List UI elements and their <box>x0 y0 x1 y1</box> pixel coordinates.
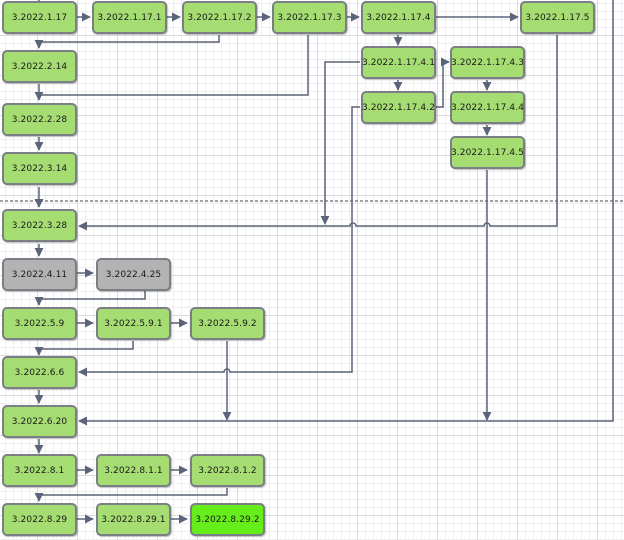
node-3-2022-8-29[interactable]: 3.2022.8.29 <box>2 503 77 536</box>
edge-4-1-to-3-28 <box>320 61 360 225</box>
node-3-2022-1-17-4[interactable]: 3.2022.1.17.4 <box>361 1 436 34</box>
node-3-2022-1-17[interactable]: 3.2022.1.17 <box>2 1 77 34</box>
node-3-2022-5-9-1[interactable]: 3.2022.5.9.1 <box>96 307 171 340</box>
node-3-2022-1-17-2[interactable]: 3.2022.1.17.2 <box>182 1 257 34</box>
edge-4-2-to-4-3 <box>436 57 450 108</box>
edge-1-17-3-to-2-28 <box>39 35 309 96</box>
node-3-2022-1-17-3[interactable]: 3.2022.1.17.3 <box>272 1 347 34</box>
edge-1-17-5-to-3-28 <box>78 35 558 231</box>
edge-offscreen-to-6-20 <box>78 0 614 426</box>
node-3-2022-8-1-2[interactable]: 3.2022.8.1.2 <box>190 454 265 487</box>
node-3-2022-1-17-1[interactable]: 3.2022.1.17.1 <box>92 1 167 34</box>
node-3-2022-8-1-1[interactable]: 3.2022.8.1.1 <box>96 454 171 487</box>
node-3-2022-1-17-4-3[interactable]: 3.2022.1.17.4.3 <box>450 46 525 79</box>
node-3-2022-3-14[interactable]: 3.2022.3.14 <box>2 152 77 185</box>
node-3-2022-8-1[interactable]: 3.2022.8.1 <box>2 454 77 487</box>
edge-1-17-2-to-2-14 <box>34 35 220 49</box>
node-3-2022-8-29-1[interactable]: 3.2022.8.29.1 <box>96 503 171 536</box>
node-3-2022-2-28[interactable]: 3.2022.2.28 <box>2 103 77 136</box>
edge-8-1-2-to-8-29 <box>34 488 228 502</box>
node-3-2022-1-17-4-1[interactable]: 3.2022.1.17.4.1 <box>361 46 436 79</box>
node-3-2022-1-17-4-2[interactable]: 3.2022.1.17.4.2 <box>361 91 436 124</box>
node-3-2022-6-6[interactable]: 3.2022.6.6 <box>2 356 77 389</box>
node-3-2022-8-29-2[interactable]: 3.2022.8.29.2 <box>190 503 265 536</box>
node-3-2022-2-14[interactable]: 3.2022.2.14 <box>2 50 77 83</box>
edge-4-2-to-6-6 <box>78 106 360 377</box>
node-3-2022-1-17-4-4[interactable]: 3.2022.1.17.4.4 <box>450 91 525 124</box>
node-3-2022-6-20[interactable]: 3.2022.6.20 <box>2 405 77 438</box>
node-3-2022-5-9[interactable]: 3.2022.5.9 <box>2 307 77 340</box>
node-3-2022-3-28[interactable]: 3.2022.3.28 <box>2 209 77 242</box>
node-3-2022-5-9-2[interactable]: 3.2022.5.9.2 <box>190 307 265 340</box>
node-3-2022-4-25[interactable]: 3.2022.4.25 <box>96 258 171 291</box>
edge-5-9-1-to-6-6 <box>34 341 134 356</box>
edge-4-25-to-5-9 <box>34 291 146 306</box>
node-3-2022-1-17-5[interactable]: 3.2022.1.17.5 <box>520 1 595 34</box>
node-3-2022-1-17-4-5[interactable]: 3.2022.1.17.4.5 <box>450 136 525 169</box>
node-3-2022-4-11[interactable]: 3.2022.4.11 <box>2 258 77 291</box>
